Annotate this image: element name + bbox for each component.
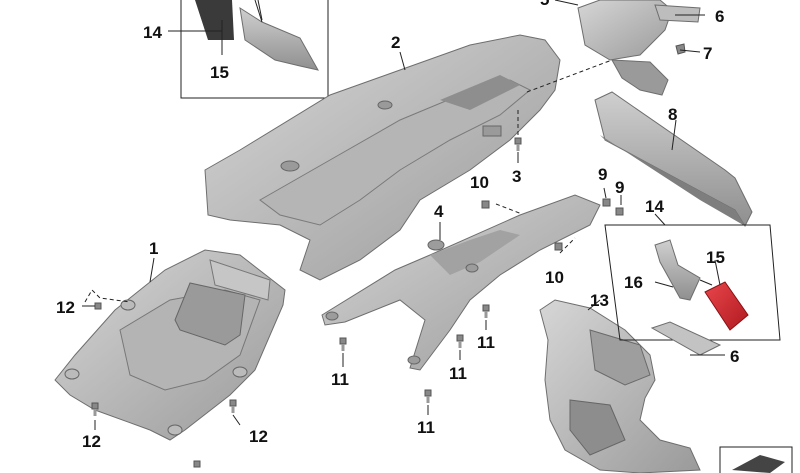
callout-15-top: 15 — [210, 63, 229, 82]
battery-tray-part — [54, 249, 286, 441]
callout-11-bottom: 11 — [417, 418, 435, 437]
callout-12-left: 12 — [56, 298, 75, 317]
screws — [91, 137, 624, 468]
callout-13: 13 — [590, 291, 609, 310]
callout-8: 8 — [668, 105, 677, 124]
callout-5: 5 — [540, 0, 549, 9]
inset-box-top — [180, 0, 329, 99]
rear-light-housing-part — [539, 299, 701, 473]
sticker-dark-part — [195, 0, 234, 40]
inset-box-right — [604, 224, 781, 341]
callout-11-left: 11 — [331, 370, 349, 389]
callout-14-top: 14 — [143, 23, 162, 42]
clip-part — [654, 239, 701, 301]
callout-11-middle: 11 — [449, 364, 467, 383]
callout-14-right: 14 — [645, 197, 664, 216]
strip-part — [650, 321, 722, 356]
callout-16: 16 — [624, 273, 643, 292]
bracket-part — [321, 194, 601, 371]
callout-15-right: 15 — [706, 248, 725, 267]
leader-lines — [82, 0, 725, 430]
callout-10-bottom: 10 — [545, 268, 564, 287]
callout-9-right: 9 — [615, 178, 624, 197]
reflector-sticker-red — [704, 281, 749, 331]
callout-11-right: 11 — [477, 333, 495, 352]
subframe-part — [204, 34, 561, 281]
diagram-symbol-icon — [719, 446, 793, 473]
callout-7: 7 — [703, 44, 712, 63]
callout-3: 3 — [512, 167, 521, 186]
callout-12-right: 12 — [249, 427, 268, 446]
callout-6-top: 6 — [715, 7, 724, 26]
callout-10-top: 10 — [470, 173, 489, 192]
callout-9-left: 9 — [598, 165, 607, 184]
bracket-part-inset — [239, 6, 319, 71]
callout-6-bottom: 6 — [730, 347, 739, 366]
callout-12-bottom: 12 — [82, 432, 101, 451]
rear-fender-part — [577, 0, 701, 96]
callout-labels: 14 15 2 5 6 7 8 3 10 9 9 4 14 15 16 10 1… — [56, 0, 739, 451]
callout-4: 4 — [434, 202, 444, 221]
callout-1: 1 — [149, 239, 158, 258]
callout-2: 2 — [391, 33, 400, 52]
license-plate-holder-part — [594, 91, 753, 228]
